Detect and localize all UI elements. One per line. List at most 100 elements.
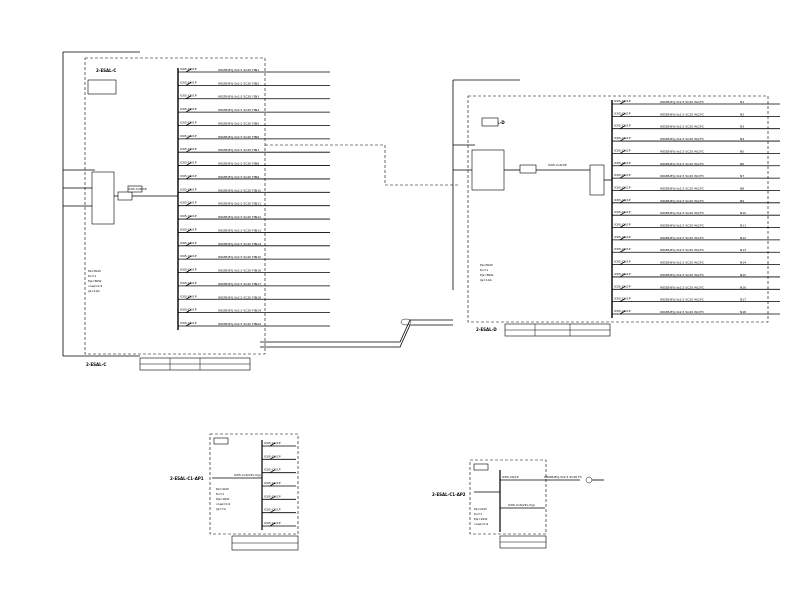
panel-b-cable-label: WDZB-BYJ-3x2.5 SC20 WC/FC <box>660 174 704 178</box>
panel-c-breaker-label: IC65-C6/1P <box>264 481 281 485</box>
panel-b-circuit-label: N17 <box>740 298 746 302</box>
panel-b-breaker-label: IC65-C6/1P <box>614 297 631 301</box>
panel-b-circuit-label: N9 <box>740 199 744 203</box>
panel-c-param-3: Pjs=4kW <box>216 497 229 501</box>
panel-b-circuit-label: N10 <box>740 211 746 215</box>
panel-a-breaker-label: IC65-C6/1P <box>180 214 197 218</box>
panel-b-circuit-label: N5 <box>740 149 744 153</box>
panel-a-breaker-label: IC65-C6/1P <box>180 174 197 178</box>
panel-a-breaker-symbol <box>185 135 192 140</box>
panel-c-enclosure <box>209 433 299 535</box>
panel-b-circuit-label: N4 <box>740 137 744 141</box>
panel-a-cable-label: WDZB-BYJ-3x2.5 SC20 FC <box>218 202 256 206</box>
panel-a-cable-label: WDZB-BYJ-3x2.5 SC20 FC <box>218 309 256 313</box>
panel-a-footer-label: 2-ESAL-C <box>86 362 106 367</box>
panel-b-cable-label: WDZB-BYJ-3x2.5 SC20 WC/FC <box>660 186 704 190</box>
panel-a-circuit-label: N16 <box>255 269 261 273</box>
panel-b-breaker-symbol <box>619 162 626 167</box>
panel-b-param-2: Kx=1 <box>480 268 488 272</box>
panel-a-circuit-label: N2 <box>255 81 259 85</box>
panel-a-cable-label: WDZB-BYJ-3x2.5 SC20 FC <box>218 295 256 299</box>
panel-b-cable-label: WDZB-BYJ-3x2.5 SC20 WC/FC <box>660 310 704 314</box>
panel-c-row: IC65-C6/1P <box>262 494 296 500</box>
panel-b-cable-label: WDZB-BYJ-3x2.5 SC20 WC/FC <box>660 199 704 203</box>
panel-a-breaker-label: IC65-C6/1P <box>180 254 197 258</box>
panel-a-breaker-label: IC65-C6/1P <box>180 321 197 325</box>
panel-a-circuit-label: N15 <box>255 255 261 259</box>
panel-c-row: IC65-C6/1P <box>262 521 296 527</box>
panel-a-name-label: 2-ESAL-C <box>96 68 116 73</box>
panel-a-param-1: Pe=8kW <box>88 269 101 273</box>
panel-b-breaker-label: IC65-C6/1P <box>614 148 631 152</box>
panel-d-param-3: Pjs=2kW <box>474 517 487 521</box>
panel-a-cable-label: WDZB-BYJ-3x2.5 SC20 FC <box>218 148 256 152</box>
panel-b-circuit-label: N8 <box>740 186 744 190</box>
panel-a-cable-label: WDZB-BYJ-3x2.5 SC20 FC <box>218 242 256 246</box>
panel-b-circuit-label: N11 <box>740 224 746 228</box>
panel-a-breaker-symbol <box>185 148 192 153</box>
panel-a-breaker-label: IC65-C6/1P <box>180 241 197 245</box>
panel-a-circuit-label: N14 <box>255 242 261 246</box>
panel-b-circuit-label: N12 <box>740 236 746 240</box>
inter-panel-wiring <box>260 79 520 348</box>
panel-a-breaker-symbol <box>185 309 192 313</box>
panel-a-breaker-label: IC65-C6/1P <box>180 187 197 191</box>
panel-b-cable-label: WDZB-BYJ-3x2.5 SC20 WC/FC <box>660 162 704 166</box>
panel-a-cable-label: WDZB-BYJ-3x2.5 SC20 FC <box>218 282 256 286</box>
panel-b-breaker-symbol <box>619 236 626 241</box>
panel-b-cable-label: WDZB-BYJ-3x2.5 SC20 WC/FC <box>660 149 704 153</box>
panel-b-circuit-label: N13 <box>740 248 746 252</box>
panel-a-breaker-label: IC65-C6/1P <box>180 107 197 111</box>
panel-a-breaker-symbol <box>185 82 192 86</box>
panel-b-param-4: Ijs=14A <box>480 278 493 282</box>
panel-a-param-5: Ijs=14A <box>88 289 101 293</box>
panel-c-breaker-label: IC65-C6/1P <box>264 508 281 512</box>
panel-b-circuit-label: N15 <box>740 273 746 277</box>
panel-b-cable-label: WDZB-BYJ-3x2.5 SC20 WC/FC <box>660 100 704 104</box>
panel-d-param-4: cosφ=0.9 <box>474 522 488 526</box>
panel-b-breaker-symbol <box>619 125 626 130</box>
panel-b-breaker-symbol <box>619 261 626 265</box>
panel-b-breaker-label: IC65-C6/1P <box>614 99 631 103</box>
panel-a-param-3: Pjs=8kW <box>88 279 101 283</box>
panel-a-breaker-symbol <box>185 68 192 73</box>
panel-a-breaker-symbol <box>185 175 192 180</box>
panel-b-circuit-label: N1 <box>740 100 744 104</box>
panel-a-circuit-label: N13 <box>255 228 261 232</box>
panel-c-breaker-symbol <box>269 469 276 474</box>
panel-b-enclosure <box>467 95 769 323</box>
panel-b-param-3: Pjs=8kW <box>480 273 493 277</box>
panel-c-diagram: IC65-C16/2P+Vigi 2-ESAL-C1-AP1 IC65-C6/1… <box>170 433 299 551</box>
panel-a-breaker-symbol <box>185 255 192 260</box>
panel-a-breaker-symbol <box>185 95 192 100</box>
panel-a-circuit-label: N10 <box>255 188 261 192</box>
panel-a-breaker-label: IC65-C6/1P <box>180 120 197 124</box>
panel-a-circuit-label: N12 <box>255 215 261 219</box>
panel-b-breaker-symbol <box>619 211 626 216</box>
panel-a-breaker-symbol <box>185 108 192 113</box>
panel-b-breaker-symbol <box>619 100 626 105</box>
panel-d-breaker: IC65-C6/1P <box>502 475 519 479</box>
panel-a-breaker-label: IC65-C6/1P <box>180 294 197 298</box>
panel-b-circuit-label: N14 <box>740 261 746 265</box>
panel-a-cable-label: WDZB-BYJ-3x2.5 SC20 FC <box>218 255 256 259</box>
panel-b-cable-label: WDZB-BYJ-3x2.5 SC20 WC/FC <box>660 273 704 277</box>
panel-a-breaker-symbol <box>185 229 192 233</box>
panel-c-row: IC65-C6/1P <box>262 481 296 487</box>
panel-a-circuit-label: N3 <box>255 95 259 99</box>
